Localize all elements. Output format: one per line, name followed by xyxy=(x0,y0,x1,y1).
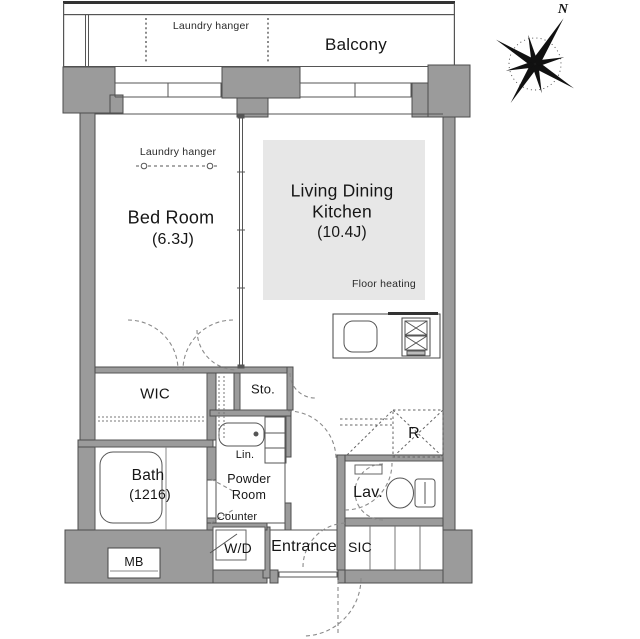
balcony-label: Balcony xyxy=(325,35,387,54)
lav-label: Lav. xyxy=(353,484,383,501)
fixtures xyxy=(99,312,438,578)
bedroom-size-label: (6.3J) xyxy=(151,231,195,248)
room-bath xyxy=(94,446,208,531)
entrance-label: Entrance xyxy=(271,538,337,555)
toilet-icon xyxy=(386,477,436,509)
kitchen-sink-icon xyxy=(343,320,378,353)
floor-heating-area xyxy=(263,140,425,300)
bathtub-icon xyxy=(99,451,163,524)
sto-label: Sto. xyxy=(251,381,275,397)
wd-label: W/D xyxy=(224,540,252,556)
room-powder xyxy=(215,415,286,524)
windows xyxy=(95,82,443,115)
lin-label: Lin. xyxy=(235,449,255,461)
room-sic xyxy=(344,525,444,571)
washer-dryer-icon xyxy=(209,529,247,561)
powder-room-label-line1: Powder xyxy=(227,472,271,486)
linen-shelf-icon xyxy=(264,416,287,464)
balcony-laundry-hanger-label: Laundry hanger xyxy=(172,20,250,32)
bedroom-laundry-hanger-icon xyxy=(136,162,218,170)
room-wd xyxy=(212,526,266,571)
bath-size-label: (1216) xyxy=(129,486,171,502)
bedroom-laundry-hanger-label: Laundry hanger xyxy=(139,146,217,158)
room-lav xyxy=(344,460,444,519)
counter-label: Counter xyxy=(216,511,258,523)
balcony-structure xyxy=(63,1,455,67)
ldk-name-line2: Kitchen xyxy=(312,201,372,222)
sic-shelves xyxy=(369,526,421,570)
compass-north-label: N xyxy=(557,2,569,17)
ldk-name-line1: Living Dining xyxy=(290,180,394,201)
door-arcs xyxy=(127,319,393,637)
sic-label: SIC xyxy=(348,539,372,555)
exterior-walls xyxy=(62,64,473,584)
ldk-size-label: (10.4J) xyxy=(317,224,367,241)
wic-hanger-pipe xyxy=(98,376,225,438)
powder-room-label-line2: Room xyxy=(231,488,267,502)
floor-heating-label: Floor heating xyxy=(352,278,416,290)
bath-name-label: Bath xyxy=(131,467,165,484)
compass-rose-icon xyxy=(495,18,575,104)
refrigerator-label: R xyxy=(408,425,420,442)
refrigerator-space xyxy=(340,409,444,458)
wic-label: WIC xyxy=(140,385,170,403)
room-outlines xyxy=(94,313,444,579)
bedroom-name-label: Bed Room xyxy=(127,207,215,228)
sliding-partition xyxy=(237,114,245,369)
mb-label: MB xyxy=(124,555,144,569)
room-wic xyxy=(94,372,208,441)
stove-icon xyxy=(401,317,431,357)
room-sto xyxy=(239,372,288,411)
meter-box xyxy=(107,547,161,579)
washbasin-icon xyxy=(218,422,265,447)
